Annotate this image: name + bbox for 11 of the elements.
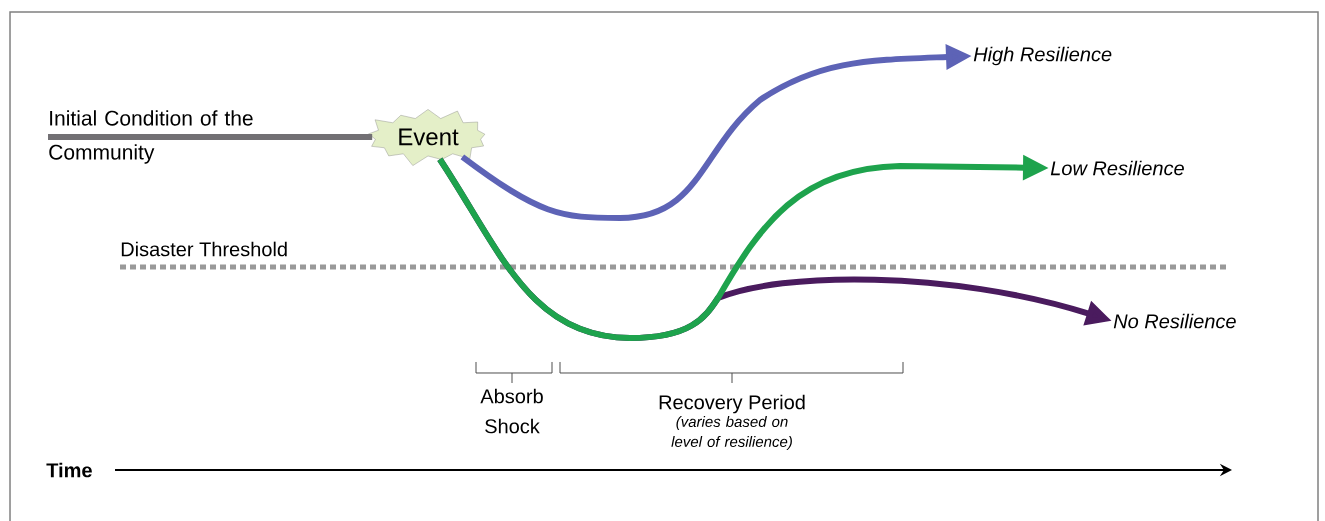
phase-label: Recovery Period [659, 394, 805, 414]
axis-label: Time [46, 462, 92, 478]
phase-label: Absorb Shock [480, 388, 543, 434]
connector-line [48, 134, 373, 140]
note-text: (varies based on level of resilience) [671, 416, 792, 450]
outcome-label: No Resilience [1113, 313, 1236, 329]
threshold-label: Disaster Threshold [121, 241, 287, 257]
event-burst: Event [368, 109, 486, 166]
outcome-label: High Resilience [973, 46, 1112, 66]
outcome-label: Low Resilience [1050, 160, 1184, 176]
text-label: Initial Condition of the Community [49, 110, 253, 164]
